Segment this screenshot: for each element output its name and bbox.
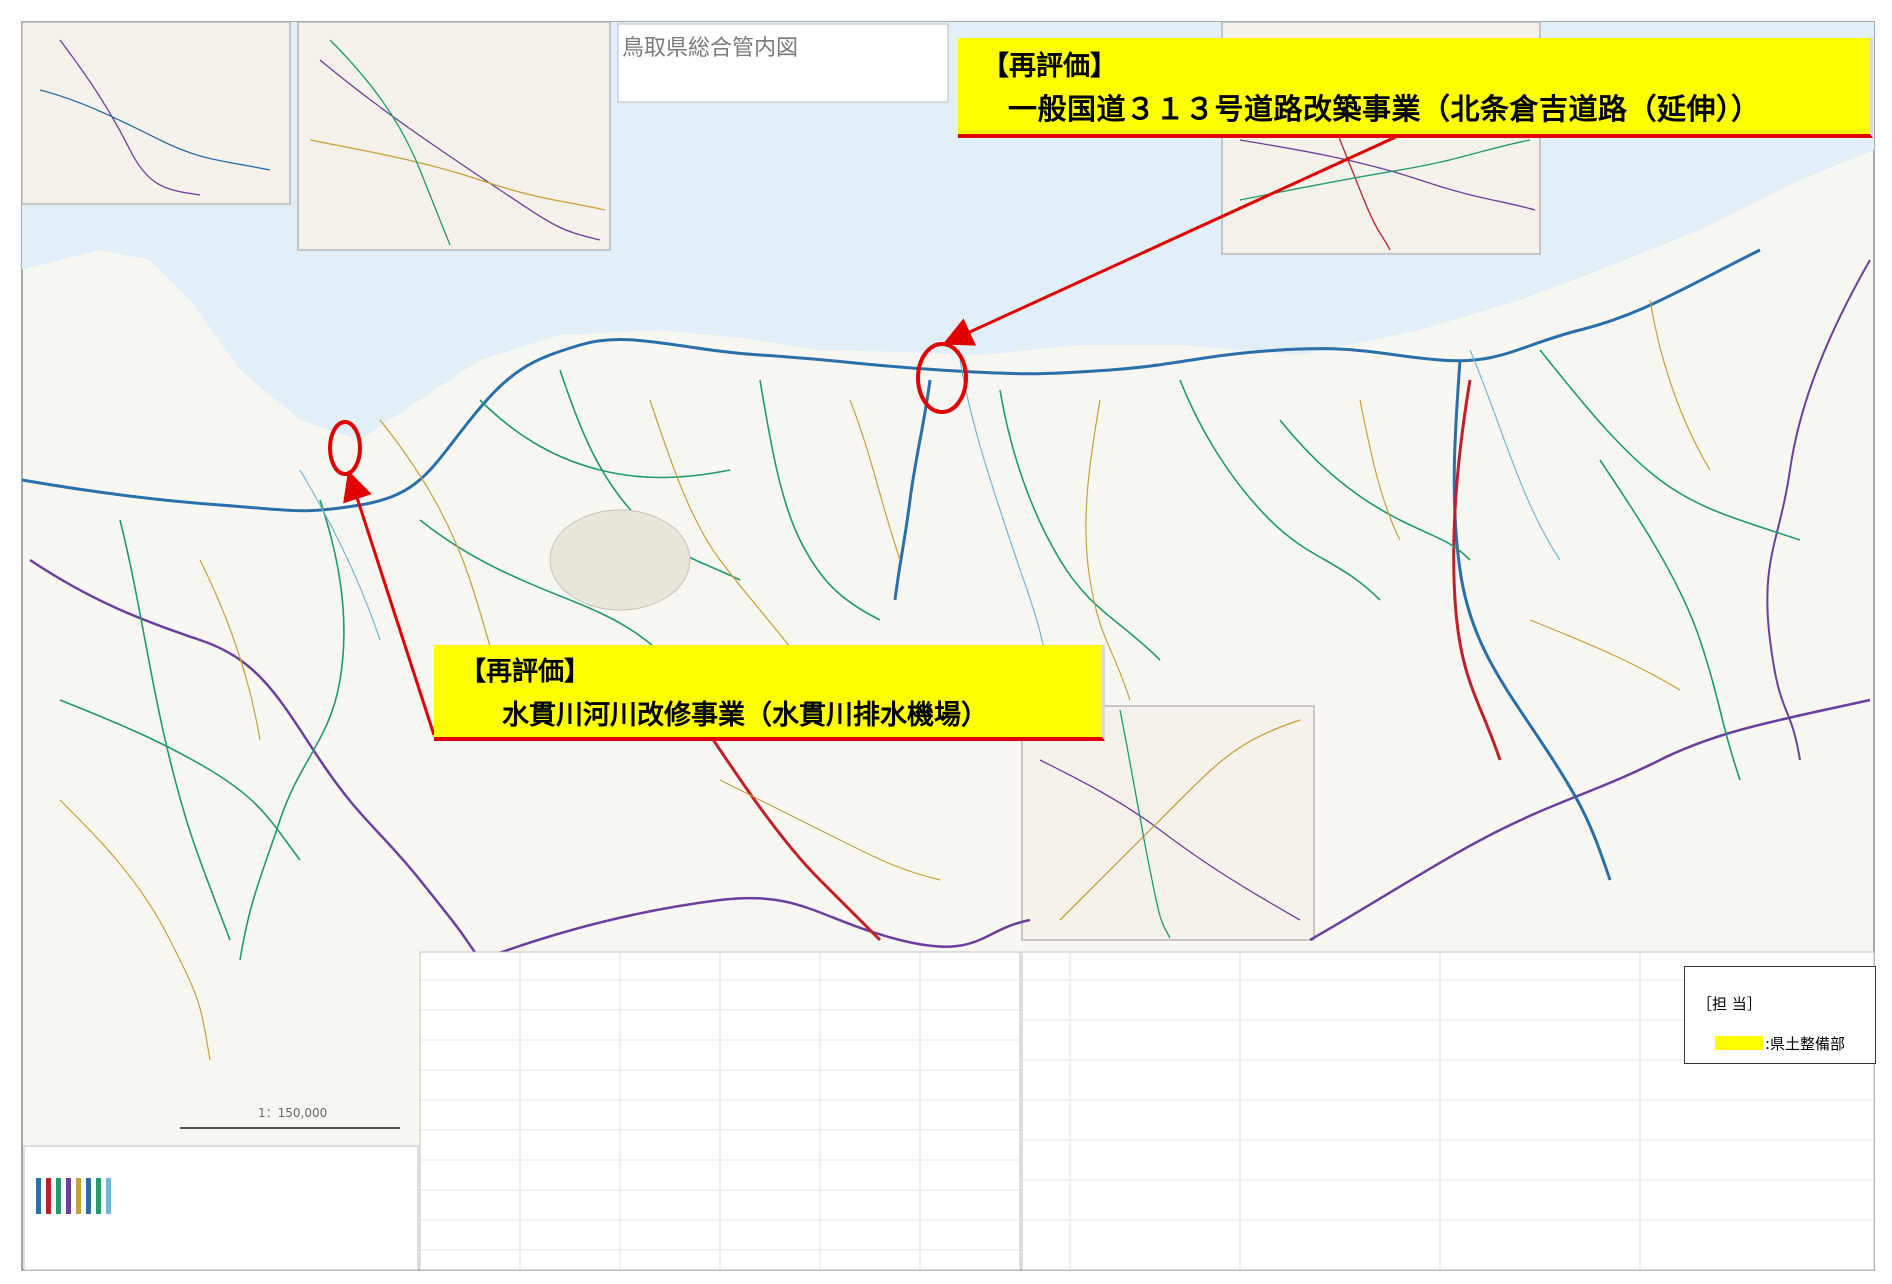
legend-swatch	[1715, 1036, 1763, 1050]
arrow-north	[942, 133, 1401, 346]
prefecture-boundary-east	[1766, 259, 1871, 761]
legend-title: ［担 当］	[1697, 995, 1762, 1013]
rivers	[299, 349, 1561, 681]
expressway	[698, 379, 1502, 942]
callout-tag: 【再評価】	[982, 51, 1117, 82]
callout-road-project: 【再評価】 一般国道３１３号道路改築事業（北条倉吉道路（延伸））	[958, 38, 1873, 138]
map-legend-swatches	[36, 1178, 111, 1214]
callout-project-name: 水貫川河川改修事業（水貫川排水機場）	[502, 700, 988, 731]
legend-label: :県土整備部	[1765, 1035, 1846, 1053]
arrow-west	[343, 470, 436, 736]
target-marker-north	[916, 342, 968, 414]
table-lines	[420, 952, 1874, 1270]
scale-label: 1：150,000	[258, 1106, 328, 1120]
legend: ［担 当］ :県土整備部	[1684, 966, 1876, 1064]
map-title: 鳥取県総合管内図	[622, 36, 799, 61]
daisen-area	[549, 509, 691, 611]
callout-river-project: 【再評価】 水貫川河川改修事業（水貫川排水機場）	[434, 645, 1105, 741]
callout-project-name: 一般国道３１３号道路改築事業（北条倉吉道路（延伸））	[1008, 92, 1761, 126]
prefecture-boundary	[29, 558, 1871, 962]
callout-tag: 【再評価】	[460, 657, 591, 687]
national-roads	[21, 248, 1761, 881]
